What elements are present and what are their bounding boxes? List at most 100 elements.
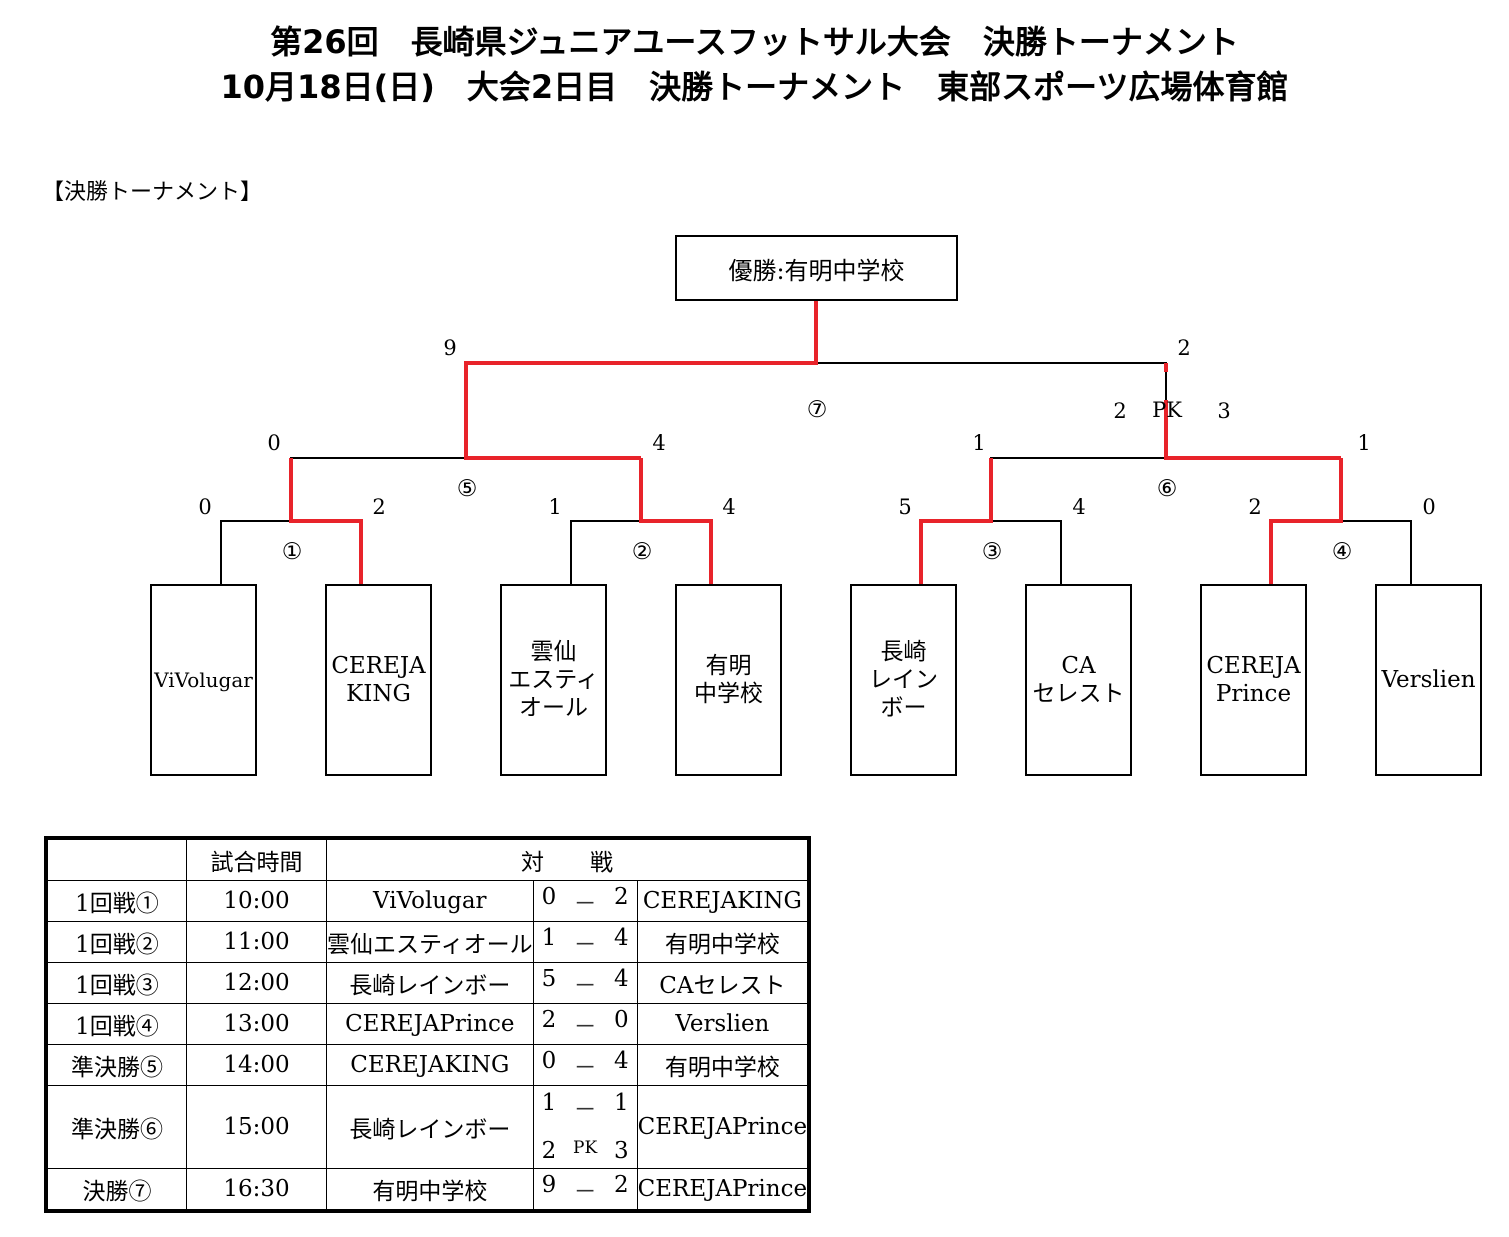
score-final-right: 2 bbox=[1177, 336, 1191, 360]
section-label: 【決勝トーナメント】 bbox=[42, 180, 263, 205]
home-score: 1 bbox=[541, 925, 557, 951]
team-name-line: オール bbox=[519, 695, 588, 721]
bracket-line-m4-right bbox=[1341, 520, 1412, 584]
cell-away: CEREJAPrince bbox=[636, 1168, 810, 1212]
cell-score: 5－4 bbox=[532, 962, 638, 1004]
score-m6-left: 1 bbox=[972, 431, 986, 455]
away-score: 2 bbox=[613, 884, 629, 910]
team-name-line: セレスト bbox=[1032, 681, 1125, 707]
score-m4-right: 0 bbox=[1422, 495, 1436, 519]
cell-away: CAセレスト bbox=[636, 962, 810, 1004]
cell-home: 有明中学校 bbox=[326, 1168, 534, 1212]
team-box-cereja-prince: CEREJA Prince bbox=[1200, 584, 1307, 776]
cell-away: Verslien bbox=[636, 1003, 810, 1045]
cell-score: 1 － 1 2 PK 3 bbox=[532, 1085, 638, 1169]
score-final-left: 9 bbox=[443, 336, 457, 360]
team-name-line: Prince bbox=[1215, 681, 1292, 707]
cell-time: 11:00 bbox=[186, 921, 327, 963]
table-row: 1回戦① 10:00 ViVolugar 0－2 CEREJAKING bbox=[45, 880, 810, 922]
bracket-line-m5-winner bbox=[464, 301, 818, 460]
home-score: 9 bbox=[541, 1172, 557, 1198]
team-name: Verslien bbox=[1381, 667, 1476, 693]
home-score: 1 bbox=[541, 1090, 557, 1116]
cell-round: 1回戦② bbox=[45, 921, 187, 963]
cell-score: 0 － 2 bbox=[532, 880, 638, 922]
cell-home: ViVolugar bbox=[326, 880, 534, 922]
title-line-1: 第26回 長崎県ジュニアユースフットサル大会 決勝トーナメント bbox=[270, 23, 1239, 61]
bracket-lines bbox=[220, 301, 1412, 584]
team-box-unzen: 雲仙 エスティ オール bbox=[500, 584, 607, 776]
bracket-line-m6-winner bbox=[1164, 400, 1341, 460]
cell-score: 9 － 2 bbox=[532, 1168, 638, 1212]
team-box-cereja-king: CEREJA KING bbox=[325, 584, 432, 776]
home-score: 0 bbox=[541, 884, 557, 910]
score-dash: － bbox=[573, 891, 597, 917]
away-score: 2 bbox=[613, 1172, 629, 1198]
away-score: 0 bbox=[613, 1007, 629, 1033]
bracket-line-m2-left bbox=[570, 520, 641, 584]
match-number-5: ⑤ bbox=[456, 476, 478, 502]
team-name: ViVolugar bbox=[154, 668, 253, 692]
header-match: 対 戦 bbox=[326, 837, 810, 881]
cell-home: CEREJAPrince bbox=[326, 1003, 534, 1045]
team-box-nagasaki-rainbow: 長崎 レイン ボー bbox=[850, 584, 957, 776]
score-m2-right: 4 bbox=[722, 495, 736, 519]
team-name-line: 雲仙 bbox=[530, 639, 577, 665]
cell-away: CEREJAKING bbox=[636, 880, 810, 922]
score-m5-left: 0 bbox=[267, 431, 281, 455]
team-name-line: レイン bbox=[869, 667, 938, 693]
score-dash: － bbox=[573, 1179, 597, 1205]
score-m1-left: 0 bbox=[198, 495, 212, 519]
score-m3-left: 5 bbox=[898, 495, 912, 519]
winner-box: 優勝:有明中学校 bbox=[675, 235, 958, 301]
bracket-line-m3-winner bbox=[919, 458, 993, 584]
pk-away-score: 3 bbox=[613, 1138, 629, 1164]
cell-home: 雲仙エスティオール bbox=[326, 921, 534, 963]
pk-home-score: 2 bbox=[541, 1138, 557, 1164]
cell-time: 12:00 bbox=[186, 962, 327, 1004]
cell-round: 決勝⑦ bbox=[45, 1168, 187, 1212]
team-box-ariake: 有明 中学校 bbox=[675, 584, 782, 776]
pk-label: PK bbox=[573, 1138, 598, 1158]
score-m5-right: 4 bbox=[652, 431, 666, 455]
score-dash: － bbox=[573, 1014, 597, 1040]
team-name-line: 長崎 bbox=[880, 639, 927, 665]
team-box-verslien: Verslien bbox=[1375, 584, 1482, 776]
score-m6-right: 1 bbox=[1357, 431, 1371, 455]
team-name-line: CA bbox=[1061, 653, 1096, 679]
team-name-line: 中学校 bbox=[694, 681, 763, 707]
header-time: 試合時間 bbox=[186, 837, 327, 881]
match-number-4: ④ bbox=[1331, 539, 1353, 565]
team-name-line: KING bbox=[346, 681, 411, 707]
cell-away: 有明中学校 bbox=[636, 1044, 810, 1086]
table-row: 準決勝⑤ 14:00 CEREJAKING 0－4 有明中学校 bbox=[45, 1044, 810, 1086]
score-m1-right: 2 bbox=[372, 495, 386, 519]
bracket-line-m1-left bbox=[220, 520, 291, 584]
cell-round: 1回戦① bbox=[45, 880, 187, 922]
team-box-ca-celeste: CA セレスト bbox=[1025, 584, 1132, 776]
away-score: 4 bbox=[613, 966, 629, 992]
bracket-line-m3-right bbox=[991, 520, 1062, 584]
table-row: 1回戦④ 13:00 CEREJAPrince 2－0 Verslien bbox=[45, 1003, 810, 1045]
away-score: 1 bbox=[613, 1090, 629, 1116]
cell-score: 1－4 bbox=[532, 921, 638, 963]
bracket-line-m1-winner bbox=[289, 458, 363, 584]
table-row: 1回戦③ 12:00 長崎レインボー 5－4 CAセレスト bbox=[45, 962, 810, 1004]
away-score: 4 bbox=[613, 1048, 629, 1074]
team-name-line: 有明 bbox=[705, 653, 752, 679]
cell-away: CEREJAPrince bbox=[636, 1085, 810, 1169]
cell-home: 長崎レインボー bbox=[326, 962, 534, 1004]
title-line-2: 10月18日(日) 大会2日目 決勝トーナメント 東部スポーツ広場体育館 bbox=[220, 68, 1289, 106]
match-number-6: ⑥ bbox=[1156, 476, 1178, 502]
pk-score-right: 3 bbox=[1217, 399, 1231, 423]
cell-time: 14:00 bbox=[186, 1044, 327, 1086]
cell-round: 準決勝⑤ bbox=[45, 1044, 187, 1086]
pk-score-left: 2 bbox=[1113, 399, 1127, 423]
cell-time: 15:00 bbox=[186, 1085, 327, 1169]
score-dash: － bbox=[573, 1097, 597, 1123]
bracket-line-m4-winner bbox=[1269, 458, 1343, 584]
score-dash: － bbox=[573, 973, 597, 999]
team-box-vivolugar: ViVolugar bbox=[150, 584, 257, 776]
score-m4-left: 2 bbox=[1248, 495, 1262, 519]
team-name-line: CEREJA bbox=[1206, 653, 1301, 679]
